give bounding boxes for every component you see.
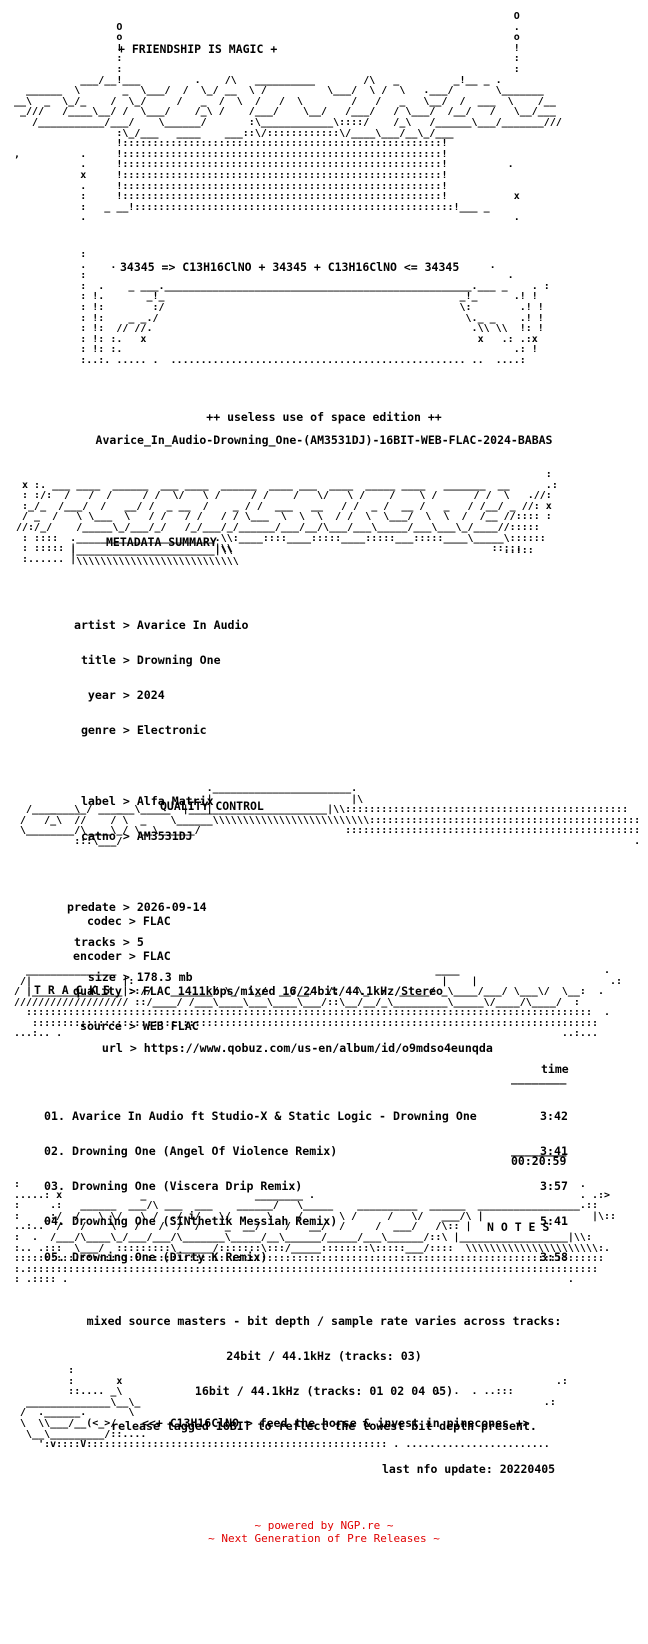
metadata-row-size: size > 178.3 mb: [87, 970, 193, 984]
track-row: 05. Drowning One (Dirty K Remix)3:58: [44, 1249, 568, 1264]
notes-logo-art-lower: : . /___/\____\_/___/___/\_______\_____/…: [14, 1232, 611, 1286]
time-header-rule: ________: [511, 1071, 567, 1085]
metadata-row-artist: artist > Avarice In Audio: [73, 617, 249, 632]
quality-row-encoder: encoder > FLAC: [72, 948, 171, 963]
release-name: Avarice_In_Audio-Drowning_One-(AM3531DJ)…: [95, 433, 553, 447]
tracks-logo-art-lower: |_______________|::// _______/ \_ \_/ __…: [14, 986, 611, 1040]
notes-line: 16bit / 44.1kHz (tracks: 01 02 04 05): [194, 1384, 454, 1398]
track-list: 01. Avarice In Audio ft Studio-X & Stati…: [44, 1087, 604, 1287]
notes-line: 24bit / 44.1kHz (tracks: 03): [226, 1348, 422, 1363]
quality-row-codec: codec > FLAC: [86, 913, 171, 928]
metadata-row-title: title > Drowning One: [80, 652, 221, 667]
footer-art: : : x .: ::.... _\ . . . ..::: _________…: [20, 1365, 568, 1419]
quality-logo-art: ._______________________. | |\ _________…: [32, 783, 364, 816]
track-row: 02. Drowning One (Angel Of Violence Remi…: [44, 1143, 568, 1158]
powered-by[interactable]: ~ powered by NGP.re ~: [254, 1519, 394, 1532]
notes-line: release tagged 16BIT to reflect the lowe…: [111, 1419, 537, 1434]
metadata-row-url[interactable]: url > https://www.qobuz.com/us-en/album/…: [101, 1040, 493, 1055]
section-metadata: METADATA SUMMARY: [106, 535, 217, 549]
track-row: 04. Drowning One (SINthetik Messiah Remi…: [44, 1214, 568, 1229]
last-update: last nfo update: 20220405: [382, 1462, 556, 1476]
metadata-list: artist > Avarice In Audio title > Drowni…: [60, 596, 493, 1078]
ngp-tagline: ~ Next Generation of Pre Releases ~: [208, 1532, 440, 1545]
track-row: 03. Drowning One (Viscera Drip Remix)3:5…: [44, 1179, 568, 1193]
metadata-box-bottom: |_______________________|\\ ..::: \\\\\\…: [70, 545, 534, 567]
time-header: time: [541, 1062, 569, 1076]
notes-logo-art: : . .....: x _ ________ . . .:> :: [14, 1179, 617, 1233]
quality-row-source: source > WEB FLAC: [79, 1019, 199, 1034]
total-rule: ________: [511, 1143, 567, 1157]
header-art: O O . o o !: [14, 11, 562, 224]
metadata-row-catno: catno > AM3531DJ: [80, 829, 193, 843]
metadata-row-predate: predate > 2026-09-14: [66, 899, 207, 914]
footer-art-lower: \ \\___/__(<_>/ \__\_________/::.... ':v…: [20, 1418, 550, 1451]
total-time: 00:20:59: [511, 1154, 567, 1168]
section-quality: QUALITY CONTROL: [160, 799, 264, 813]
quality-logo-art-lower: / _ \ / _ \_____ |______________________…: [20, 804, 648, 847]
section-tracks: T R A C K S: [34, 983, 111, 997]
edition-line: ++ useless use of space edition ++: [206, 410, 442, 424]
notes-line: mixed source masters - bit depth / sampl…: [86, 1313, 562, 1328]
tagline: + FRIENDSHIP IS MAGIC +: [118, 42, 278, 56]
metadata-logo-art: : x :. ___ ____ ______ ___ ____ ______ _…: [16, 469, 558, 565]
metadata-row-year: year > 2024: [87, 688, 165, 702]
metadata-row-genre: genre > Electronic: [80, 723, 207, 738]
footer-slogan: <<+ C13H16ClNO > feed the horse & invest…: [142, 1416, 530, 1430]
formula: 34345 => C13H16ClNO + 34345 + C13H16ClNO…: [120, 260, 460, 274]
quality-list: codec > FLAC encoder > FLAC quality > FL…: [66, 892, 443, 1057]
quality-row-quality: quality > FLAC 1411kbps/mixed 16/24bit/4…: [72, 984, 443, 998]
track-row: 01. Avarice In Audio ft Studio-X & Stati…: [44, 1108, 568, 1123]
notes-text: mixed source masters - bit depth / sampl…: [0, 1292, 648, 1457]
metadata-row-label: label > Alfa Matrix: [80, 793, 214, 808]
tracks-logo-art: _______________ ____ . /| |: | | .:: [14, 965, 623, 998]
header-art-lower: : . . . : . : . _ ___.________: [80, 249, 550, 366]
metadata-row-tracks: tracks > 5: [73, 934, 144, 949]
section-notes: N O T E S: [487, 1220, 550, 1234]
